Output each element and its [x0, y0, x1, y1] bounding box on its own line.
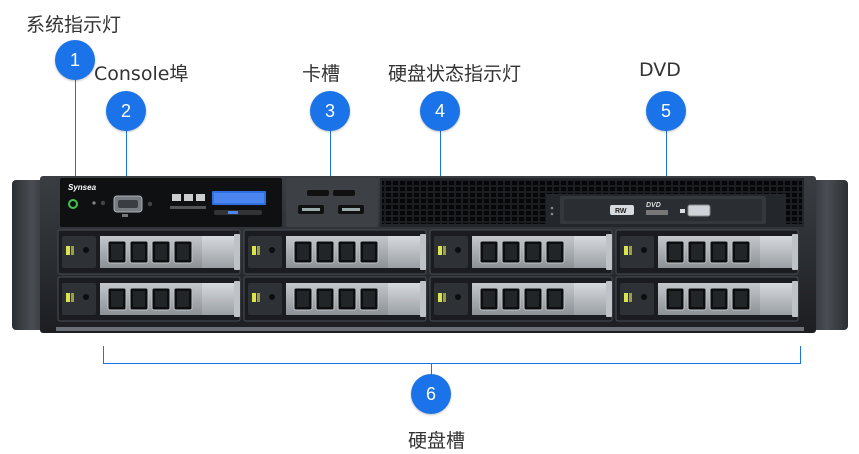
bracket-line	[103, 363, 801, 364]
drive-status-led	[438, 246, 442, 255]
callout-label-6: 硬盘槽	[408, 430, 466, 452]
callout-label-4: 硬盘状态指示灯	[388, 63, 522, 85]
card-slot-panel	[286, 178, 378, 227]
drive-tray-handle	[202, 236, 234, 268]
drive-bay	[243, 229, 427, 275]
vent-grill-top	[546, 180, 796, 194]
leader-line-1	[75, 78, 76, 180]
dvd-rw-badge: RW	[615, 208, 627, 215]
drive-status-led	[66, 293, 70, 302]
bracket-right-tick	[800, 346, 801, 363]
callout-label-1: 系统指示灯	[26, 14, 122, 36]
drive-bay	[429, 276, 613, 322]
drive-bay	[57, 276, 241, 322]
drive-bay	[615, 276, 799, 322]
leader-line-6	[431, 363, 432, 378]
drive-bay	[429, 229, 613, 275]
callout-label-3: 卡槽	[302, 63, 341, 85]
drive-bay	[57, 229, 241, 275]
leader-line-4	[440, 130, 441, 178]
drive-tray-handle	[760, 236, 792, 268]
callout-badge-6: 6	[411, 374, 451, 414]
drive-status-led	[624, 293, 628, 302]
drive-status-led	[252, 246, 256, 255]
drive-tray-handle	[574, 283, 606, 315]
leader-line-2	[126, 130, 127, 178]
callout-badge-4: 4	[420, 91, 460, 131]
drive-tray-handle	[388, 236, 420, 268]
drive-status-led	[66, 246, 70, 255]
drive-bay	[243, 276, 427, 322]
vent-grill-left	[382, 180, 546, 224]
callout-badge-5: 5	[646, 91, 686, 131]
drive-status-led	[438, 293, 442, 302]
drive-status-led	[252, 293, 256, 302]
drive-tray-handle	[202, 283, 234, 315]
callout-badge-1: 1	[55, 40, 95, 80]
callout-label-2: Console埠	[94, 63, 189, 85]
callout-badge-3: 3	[310, 91, 350, 131]
leader-line-3	[330, 130, 331, 178]
callout-label-5: DVD	[639, 59, 681, 81]
callout-badge-2: 2	[106, 91, 146, 131]
drive-bay-group	[57, 229, 799, 322]
drive-tray-handle	[574, 236, 606, 268]
bracket-left-tick	[103, 346, 104, 363]
brand-logo: Synsea	[68, 183, 97, 192]
drive-status-led	[624, 246, 628, 255]
drive-bay	[615, 229, 799, 275]
dvd-logo: DVD	[646, 202, 661, 209]
leader-line-5	[666, 130, 667, 178]
system-status-led	[68, 199, 78, 209]
drive-tray-handle	[388, 283, 420, 315]
dvd-eject-button	[687, 204, 711, 217]
drive-tray-handle	[760, 283, 792, 315]
right-rack-ear	[806, 180, 848, 330]
